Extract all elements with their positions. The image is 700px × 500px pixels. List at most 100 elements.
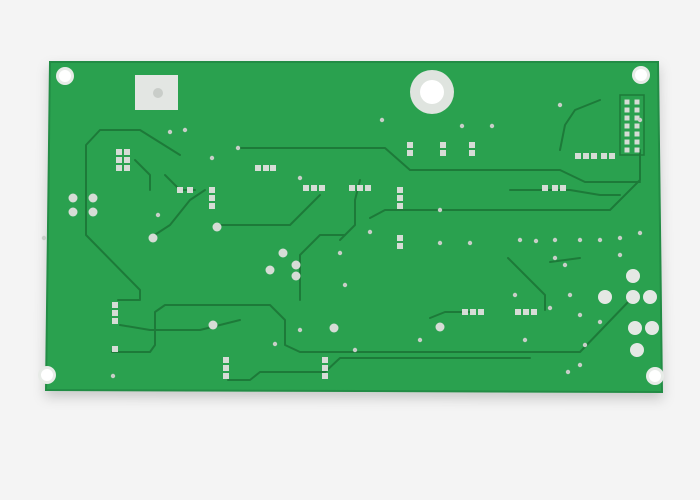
round-pad [68,207,78,217]
via [577,312,583,318]
solder-pad [303,185,309,191]
via [637,230,643,236]
via [110,373,116,379]
pin-header [619,94,645,156]
solder-pad [609,153,615,159]
solder-pad [270,165,276,171]
via [597,319,603,325]
solder-pad [478,309,484,315]
trace [369,149,641,219]
trace [111,299,631,353]
solder-pad [515,309,521,315]
via [437,207,443,213]
solder-pad [365,185,371,191]
header-pin [634,139,640,145]
via [209,155,215,161]
via [297,175,303,181]
solder-pad [397,187,403,193]
solder-pad [322,365,328,371]
round-pad [88,193,98,203]
solder-pad [397,235,403,241]
round-pad [329,323,339,333]
solder-pad [223,357,229,363]
trace [549,257,581,263]
solder-pad [311,185,317,191]
header-pin [624,131,630,137]
via [547,305,553,311]
solder-pad [560,185,566,191]
via [552,237,558,243]
header-pin [634,147,640,153]
via [342,282,348,288]
trace [509,189,621,196]
via [637,117,643,123]
header-pin [634,107,640,113]
via [467,240,473,246]
solder-pad [349,185,355,191]
solder-pad [397,243,403,249]
header-pin [624,107,630,113]
via [167,129,173,135]
header-pin [624,123,630,129]
round-pad [278,248,288,258]
via [41,235,47,241]
trace [219,194,321,226]
solder-pad [440,150,446,156]
via [582,342,588,348]
round-pad [208,320,218,330]
via [617,235,623,241]
trace [237,147,641,183]
trace [559,99,601,151]
via [182,127,188,133]
mounting-hole-bore [649,370,661,382]
connector-pad [626,290,640,304]
solder-pad [124,165,130,171]
header-pin [634,123,640,129]
connector-pads [598,269,659,357]
via [352,347,358,353]
pad-via [153,88,163,98]
round-pad [291,260,301,270]
round-pad [88,207,98,217]
solder-pad [523,309,529,315]
solder-pad [470,309,476,315]
round-pad [265,265,275,275]
connector-pad [645,321,659,335]
solder-pad [397,195,403,201]
solder-pad [116,149,122,155]
header-pin [634,131,640,137]
solder-pad [469,150,475,156]
via [577,362,583,368]
via [512,292,518,298]
mounting-hole-bore [59,70,71,82]
trace [134,159,151,191]
round-pad [148,233,158,243]
via [562,262,568,268]
solder-pad [177,187,183,193]
trace [85,129,181,301]
solder-pads [68,142,615,379]
via [597,237,603,243]
via [533,238,539,244]
solder-pad [112,310,118,316]
header-pin [624,147,630,153]
solder-pad [407,150,413,156]
solder-pad [223,373,229,379]
via [437,240,443,246]
solder-pad [531,309,537,315]
solder-pad [322,357,328,363]
solder-pad [112,346,118,352]
connector-pad [628,321,642,335]
solder-pad [575,153,581,159]
via [379,117,385,123]
header-pin [634,115,640,121]
header-pin [634,99,640,105]
trace [507,257,546,311]
round-pad [435,322,445,332]
solder-pad [116,157,122,163]
solder-pad [112,302,118,308]
trace [119,319,241,331]
solder-pad [601,153,607,159]
